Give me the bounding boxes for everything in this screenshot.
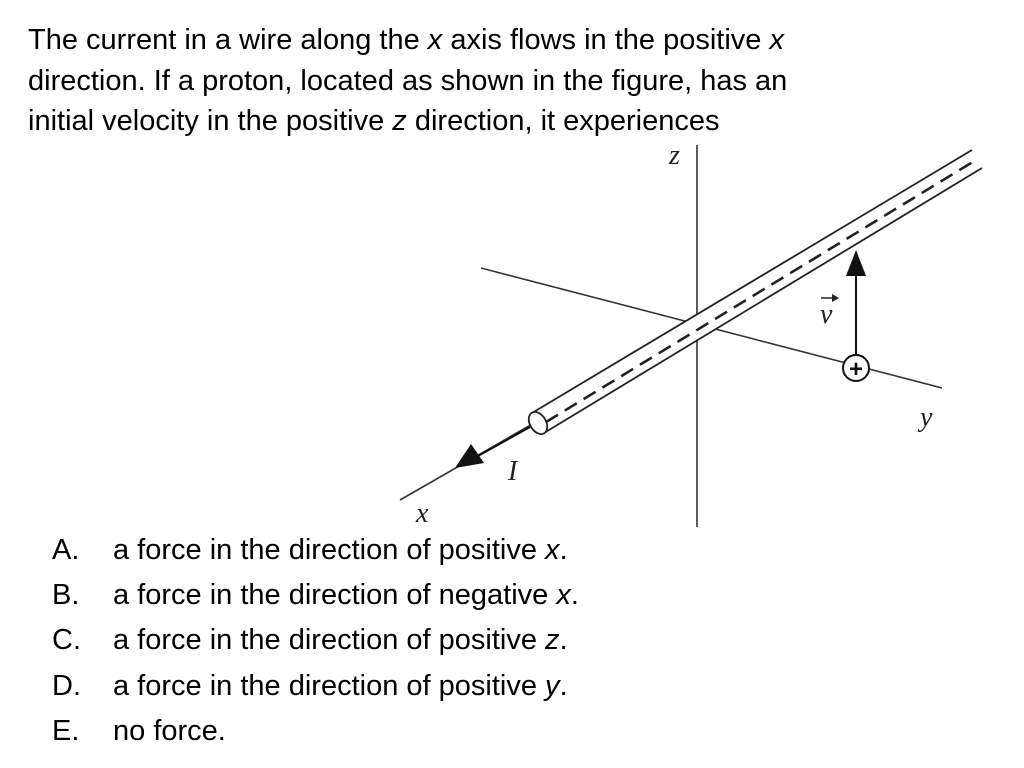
answer-variable: z bbox=[545, 624, 560, 657]
current-label: I bbox=[507, 456, 519, 487]
answer-text-segment: no force. bbox=[113, 714, 226, 747]
x-axis bbox=[399, 414, 549, 501]
question-text-segment: The current in a wire along the bbox=[28, 24, 428, 56]
answer-text-segment: a force in the direction of positive bbox=[113, 624, 546, 657]
answer-punctuation: . bbox=[570, 579, 579, 612]
answer-text-segment: a force in the direction of positive bbox=[113, 669, 546, 702]
answer-punctuation: . bbox=[559, 669, 568, 702]
answer-choices: A. a force in the direction of positive … bbox=[52, 528, 579, 754]
answer-variable: y bbox=[545, 669, 560, 702]
answer-text-segment: a force in the direction of positive bbox=[113, 534, 546, 566]
y-axis bbox=[480, 267, 943, 389]
answer-choice-b[interactable]: B. a force in the direction of negative … bbox=[52, 573, 579, 618]
answer-punctuation: . bbox=[559, 534, 568, 566]
answer-letter: E. bbox=[52, 714, 80, 747]
answer-letter: A. bbox=[52, 534, 80, 566]
question-line-3: initial velocity in the positive z direc… bbox=[28, 101, 988, 142]
answer-choice-a[interactable]: A. a force in the direction of positive … bbox=[52, 528, 579, 573]
question-text: The current in a wire along the x axis f… bbox=[28, 20, 988, 142]
velocity-label: v bbox=[820, 299, 833, 330]
answer-letter: C. bbox=[52, 624, 81, 657]
answer-letter: D. bbox=[52, 669, 81, 702]
proton-charge-label: + bbox=[849, 356, 863, 383]
answer-punctuation: . bbox=[559, 624, 568, 657]
question-line-1: The current in a wire along the x axis f… bbox=[28, 20, 988, 61]
answer-text: a force in the direction of positive z. bbox=[113, 618, 568, 663]
answer-text-segment: a force in the direction of negative bbox=[113, 579, 557, 612]
answer-text: no force. bbox=[113, 709, 226, 754]
z-axis-label: z bbox=[668, 140, 680, 171]
answer-variable: x bbox=[556, 579, 571, 612]
answer-choice-e[interactable]: E. no force. bbox=[52, 709, 579, 754]
wire bbox=[527, 149, 983, 435]
question-text-segment: axis flows in the positive bbox=[442, 24, 770, 56]
question-text-segment: initial velocity in the positive bbox=[28, 105, 393, 137]
answer-choice-d[interactable]: D. a force in the direction of positive … bbox=[52, 664, 579, 709]
y-axis-label: y bbox=[917, 402, 933, 433]
x-axis-label: x bbox=[415, 498, 429, 529]
vector-accent-icon bbox=[821, 294, 839, 302]
answer-choice-c[interactable]: C. a force in the direction of positive … bbox=[52, 618, 579, 663]
answer-text: a force in the direction of negative x. bbox=[113, 573, 579, 618]
current-arrow bbox=[455, 426, 531, 468]
question-line-2: direction. If a proton, located as shown… bbox=[28, 64, 788, 97]
answer-text: a force in the direction of positive y. bbox=[113, 664, 568, 709]
proton: + bbox=[842, 354, 870, 383]
question-text-segment: direction, it experiences bbox=[406, 105, 720, 137]
answer-variable: x bbox=[545, 534, 560, 566]
variable-z: z bbox=[392, 105, 407, 137]
variable-x: x bbox=[769, 24, 784, 56]
answer-text: a force in the direction of positive x. bbox=[113, 528, 568, 573]
velocity-arrow bbox=[846, 250, 866, 356]
variable-x: x bbox=[427, 24, 443, 56]
answer-letter: B. bbox=[52, 579, 80, 612]
